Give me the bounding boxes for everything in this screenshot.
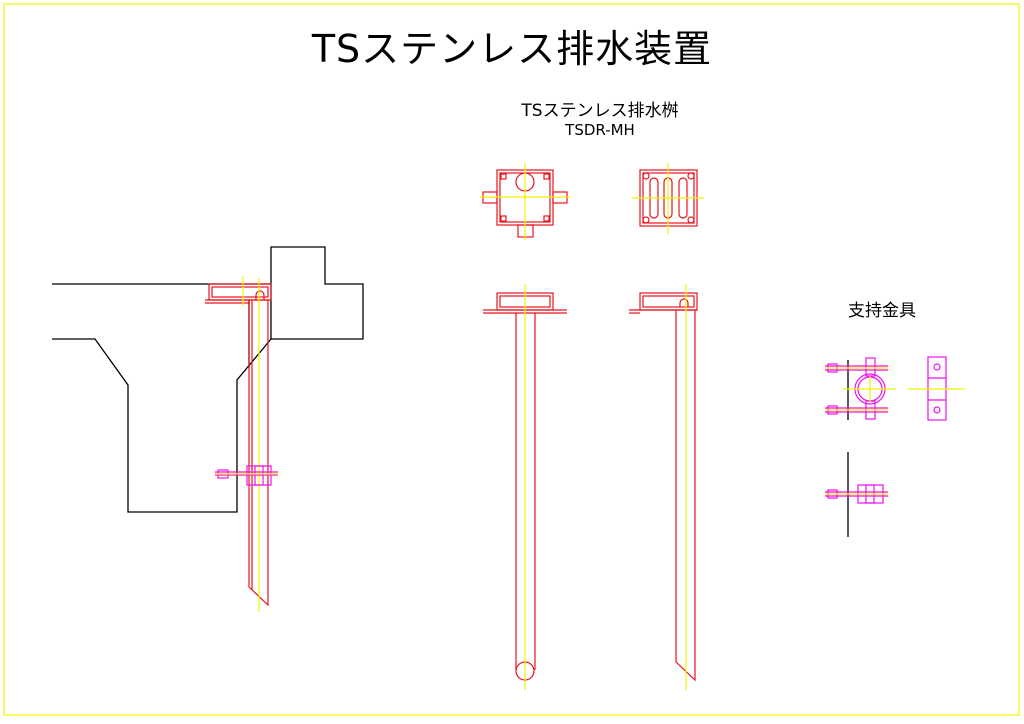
installation-section-view [52,246,364,612]
drawing-title: TSステンレス排水装置 [311,27,713,71]
grating-plan-view [632,163,704,234]
sheet-border [3,3,1020,716]
drain-basin-plan-view [480,163,570,240]
section-title-drain-basin: TSステンレス排水桝 [521,101,679,121]
drain-side-view-beveled [629,284,698,690]
section-title-support: 支持金具 [848,301,916,321]
support-bracket-views [825,356,965,537]
drain-side-view-round [483,284,567,690]
model-number: TSDR-MH [565,121,635,139]
